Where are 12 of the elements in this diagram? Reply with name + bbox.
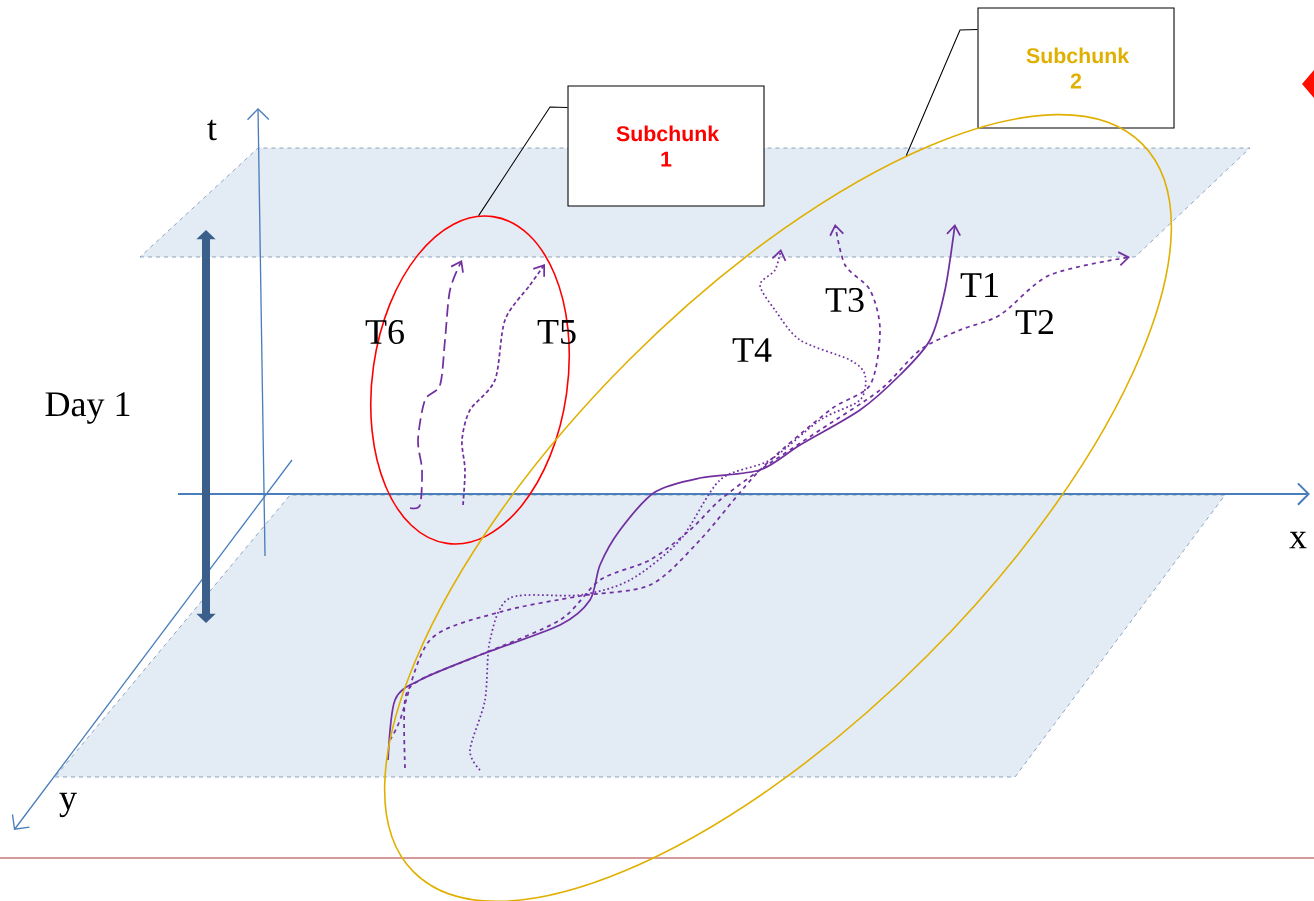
time-label: Day 1 [45,392,130,424]
trajectory-label: T3 [825,287,864,313]
axis-label: x [1289,531,1307,549]
label-box: Subchunk 1 [567,85,765,207]
trajectory-label: T2 [1015,310,1054,334]
leader-line [478,106,568,217]
trajectory-label: T1 [960,273,998,297]
leader-line [905,28,978,157]
axis-label: t [207,119,217,141]
trajectory-label: T4 [732,338,772,362]
label-box: Subchunk 2 [977,7,1175,129]
axis-label: y [59,792,77,818]
